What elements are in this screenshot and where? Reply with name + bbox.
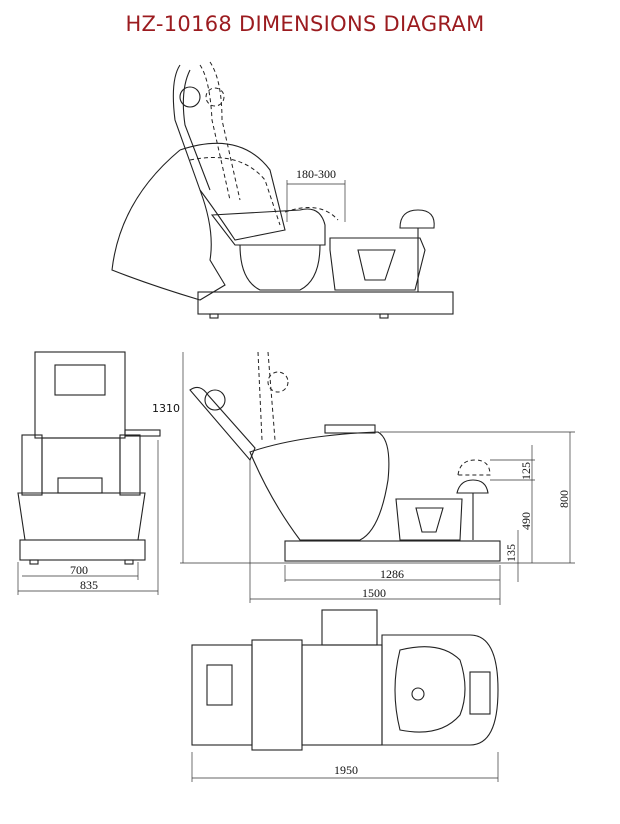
top-view: 1950 <box>191 609 499 782</box>
side-view: 1310 800 125 490 135 1286 1500 <box>152 351 575 605</box>
dim-front-outer: 835 <box>80 578 98 592</box>
dim-footrest-adjust: 125 <box>519 462 533 480</box>
dim-base-height: 135 <box>504 544 518 562</box>
dim-footrest-range: 180-300 <box>296 167 336 181</box>
dim-overall-height: 1310 <box>152 402 180 415</box>
diagram-title: HZ-10168 DIMENSIONS DIAGRAM <box>125 12 485 36</box>
dim-top-length: 1950 <box>334 763 358 777</box>
dim-front-inner: 700 <box>70 563 88 577</box>
dim-side-length: 1500 <box>362 586 386 600</box>
front-view: 700 835 <box>17 351 161 595</box>
dim-bowl-height: 800 <box>557 490 571 508</box>
dim-base-length: 1286 <box>380 567 404 581</box>
dim-footrest-height: 490 <box>519 512 533 530</box>
side-view-reclined: 180-300 <box>111 61 454 319</box>
